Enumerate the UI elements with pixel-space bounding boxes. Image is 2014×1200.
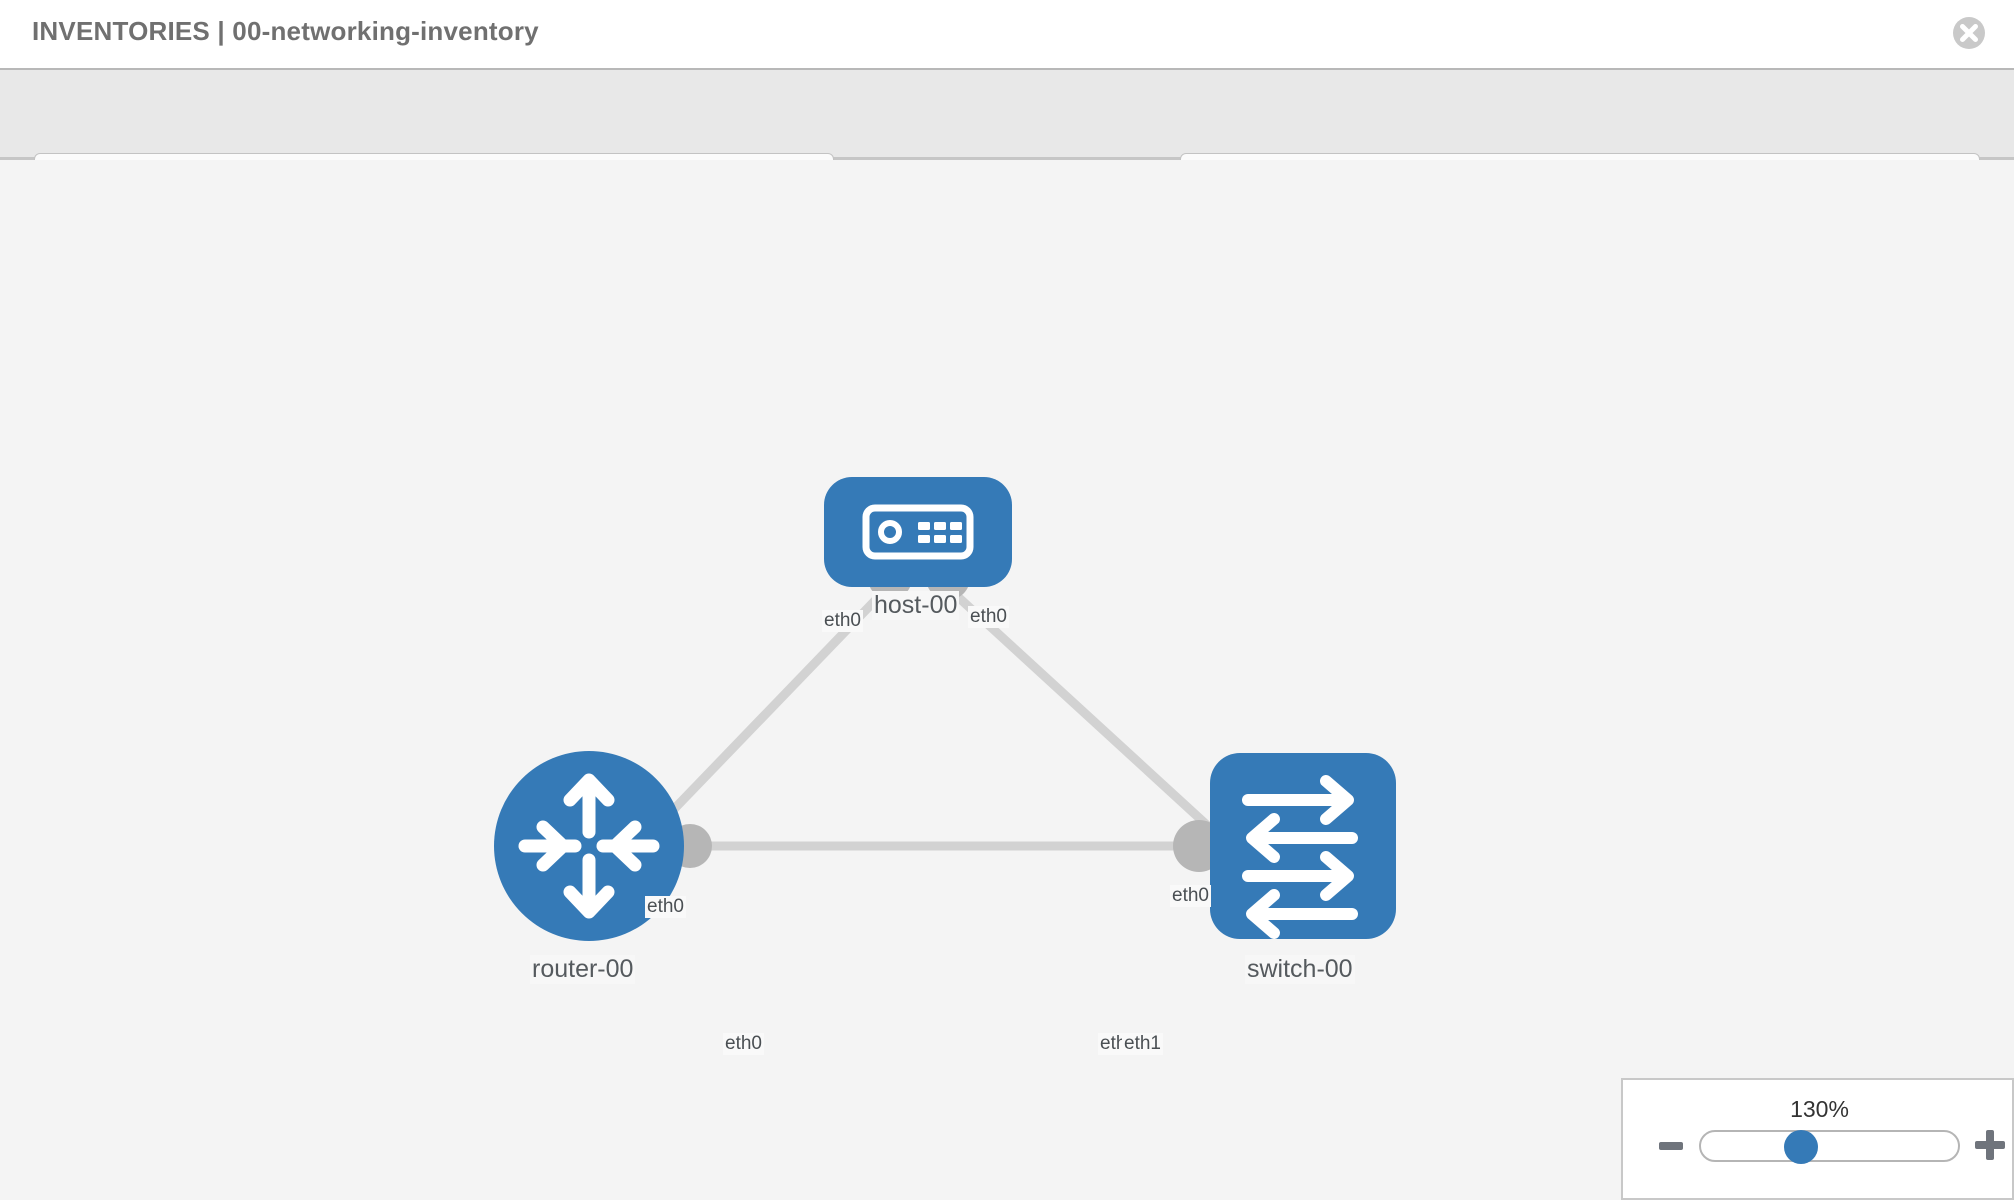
page-header: INVENTORIES | 00-networking-inventory: [0, 0, 2014, 70]
link-host-switch[interactable]: [941, 581, 1249, 864]
zoom-slider-track[interactable]: [1699, 1130, 1960, 1162]
link-group: [621, 581, 1249, 864]
node-switch-00[interactable]: [1210, 753, 1396, 939]
topology-graph: [494, 477, 1396, 941]
close-circle-icon: [1953, 17, 1985, 49]
node-label-switch: switch-00: [1245, 955, 1355, 984]
node-label-router: router-00: [530, 955, 636, 984]
zoom-slider-thumb[interactable]: [1784, 1130, 1818, 1164]
node-label-host: host-00: [872, 591, 960, 620]
page-title: INVENTORIES | 00-networking-inventory: [32, 16, 539, 46]
zoom-in-button[interactable]: [1975, 1130, 2005, 1160]
zoom-level-value: 130%: [1790, 1096, 1849, 1122]
port-label-router-eth0-up: eth0: [645, 896, 686, 918]
node-router-00[interactable]: [494, 751, 684, 941]
topology-canvas[interactable]: host-00 router-00 switch-00 eth0 eth0 et…: [0, 160, 2014, 1200]
port-label-switch-eth1: eth1: [1122, 1033, 1163, 1055]
port-label-host-eth0-right: eth0: [968, 606, 1009, 628]
zoom-out-button[interactable]: [1659, 1142, 1683, 1150]
port-label-switch-eth0-up: eth0: [1170, 885, 1211, 907]
port-label-router-eth0: eth0: [723, 1033, 764, 1055]
port-label-host-eth0-left: eth0: [822, 610, 863, 632]
close-button[interactable]: [1948, 12, 1990, 54]
zoom-control-panel: 130%: [1621, 1078, 2014, 1200]
node-host-00[interactable]: [824, 477, 1012, 587]
toolbar: ACTIONS SEARCH: [0, 70, 2014, 205]
